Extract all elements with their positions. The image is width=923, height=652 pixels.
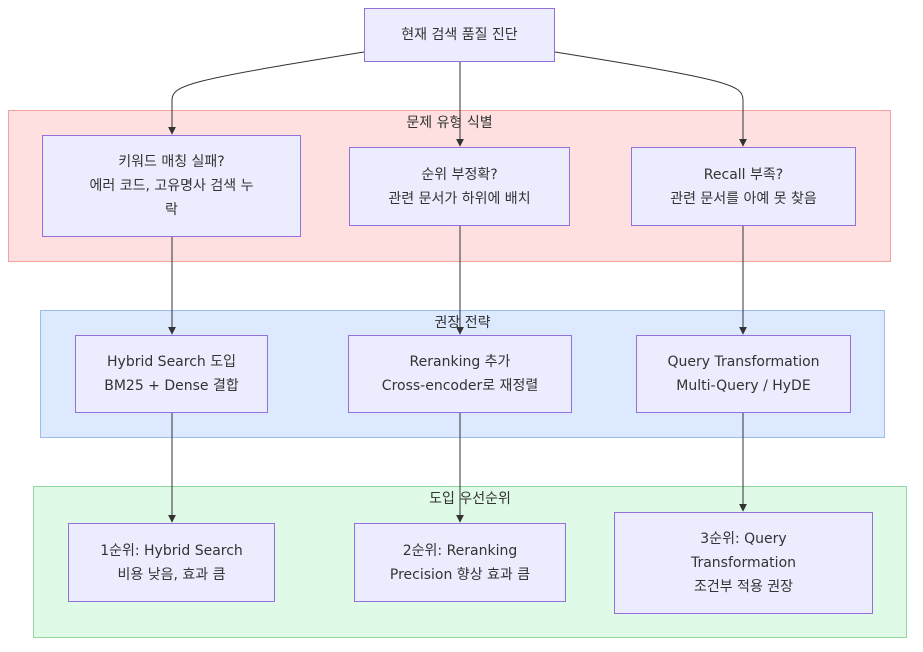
- strategy-node-hybrid: Hybrid Search 도입 BM25 + Dense 결합: [75, 335, 268, 413]
- problem-node-keyword-line1: 키워드 매칭 실패?: [118, 154, 225, 170]
- priority-node-1-line2: 비용 낮음, 효과 큼: [117, 566, 226, 583]
- problem-node-recall: Recall 부족? 관련 문서를 아예 못 찾음: [631, 147, 856, 226]
- problem-node-recall-line1: Recall 부족?: [703, 166, 784, 183]
- problem-node-recall-line2: 관련 문서를 아예 못 찾음: [670, 190, 817, 207]
- priority-node-1: 1순위: Hybrid Search 비용 낮음, 효과 큼: [68, 523, 275, 602]
- problem-node-keyword: 키워드 매칭 실패? 에러 코드, 고유명사 검색 누 락: [42, 135, 301, 237]
- problem-node-ranking: 순위 부정확? 관련 문서가 하위에 배치: [349, 147, 570, 226]
- problem-node-keyword-line2: 에러 코드, 고유명사 검색 누: [89, 178, 254, 194]
- strategy-node-reranking: Reranking 추가 Cross-encoder로 재정렬: [348, 335, 572, 413]
- priority-node-3-line2: Transformation: [690, 555, 797, 571]
- problem-node-ranking-line2: 관련 문서가 하위에 배치: [388, 190, 531, 207]
- priority-node-3-line3: 조건부 적용 권장: [693, 579, 794, 595]
- strategy-node-reranking-line2: Cross-encoder로 재정렬: [381, 378, 539, 394]
- strategy-node-query-line1: Query Transformation: [667, 354, 820, 370]
- root-node: 현재 검색 품질 진단: [364, 8, 555, 62]
- priority-node-1-line1: 1순위: Hybrid Search: [100, 542, 243, 559]
- cluster-problem-types-label: 문제 유형 식별: [406, 115, 493, 131]
- priority-node-3: 3순위: Query Transformation 조건부 적용 권장: [614, 512, 873, 614]
- strategy-node-query: Query Transformation Multi-Query / HyDE: [636, 335, 851, 413]
- priority-node-3-line1: 3순위: Query: [700, 531, 787, 547]
- problem-node-keyword-line3: 락: [165, 202, 178, 218]
- strategy-node-hybrid-line2: BM25 + Dense 결합: [104, 378, 239, 394]
- cluster-recommended-strategy-label: 권장 전략: [434, 315, 491, 331]
- priority-node-2: 2순위: Reranking Precision 향상 효과 큼: [354, 523, 566, 602]
- priority-node-2-line2: Precision 향상 효과 큼: [389, 566, 531, 583]
- cluster-adoption-priority-label: 도입 우선순위: [429, 491, 511, 507]
- problem-node-ranking-line1: 순위 부정확?: [421, 166, 498, 183]
- strategy-node-hybrid-line1: Hybrid Search 도입: [107, 354, 236, 370]
- priority-node-2-line1: 2순위: Reranking: [402, 542, 518, 559]
- strategy-node-query-line2: Multi-Query / HyDE: [676, 378, 811, 394]
- root-node-text: 현재 검색 품질 진단: [401, 27, 518, 43]
- strategy-node-reranking-line1: Reranking 추가: [409, 354, 511, 370]
